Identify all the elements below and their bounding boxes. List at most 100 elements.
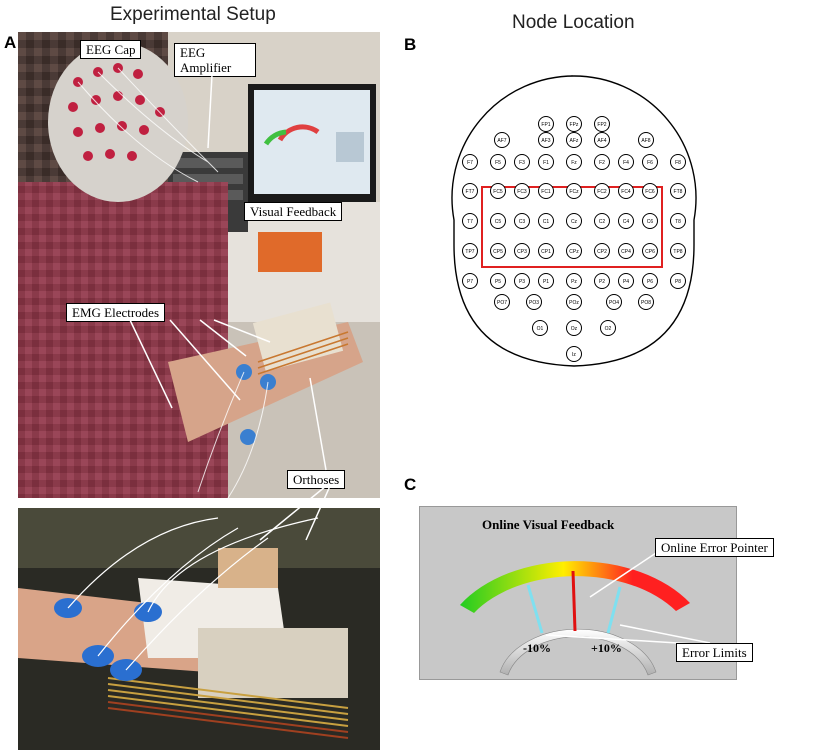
panel-letter-c: C [404,475,417,494]
electrode-circle [462,213,478,229]
electrode-label: O1 [537,326,544,332]
electrode-circle [538,154,554,170]
amp-leader [207,74,213,149]
electrode-fc6: FC6 [642,183,658,199]
electrode-circle [566,154,582,170]
electrode-p8: P8 [670,273,686,289]
electrode-circle [494,132,510,148]
gauge-arc [460,561,690,613]
electrode-circle [618,273,634,289]
electrode-circle [462,243,478,259]
electrode-po8: PO8 [638,294,654,310]
label-online-error-pointer: Online Error Pointer [655,538,774,557]
electrode-label: F7 [467,160,473,166]
electrode-oz: Oz [566,320,582,336]
electrode-circle [462,183,478,199]
orthoses-leader-1 [309,377,327,471]
label-eeg-amplifier-line1: EEG [180,45,206,60]
electrode-c3: C3 [514,213,530,229]
electrode-label: P6 [647,279,653,285]
electrode-circle [618,154,634,170]
electrode-circle [600,320,616,336]
electrode-circle [642,213,658,229]
electrode-fc3: FC3 [514,183,530,199]
electrode-label: TP7 [465,249,474,255]
electrode-cp4: CP4 [618,243,634,259]
electrode-circle [594,213,610,229]
electrode-po7: PO7 [494,294,510,310]
electrode-circle [494,294,510,310]
electrode-label: P4 [623,279,629,285]
electrode-po4: PO4 [606,294,622,310]
electrode-f8: F8 [670,154,686,170]
limits-leader-1 [619,624,711,644]
electrode-label: C4 [623,219,630,225]
electrode-af3: AF3 [538,132,554,148]
electrode-p6: P6 [642,273,658,289]
setup-photo-illustration [18,32,380,498]
electrode-label: F3 [519,160,525,166]
electrode-label: Pz [571,279,577,285]
label-eeg-amplifier: EEG Amplifier [174,43,256,77]
setup-photo [18,32,380,498]
electrode-circle [594,183,610,199]
electrode-circle [594,154,610,170]
electrode-fc5: FC5 [490,183,506,199]
electrode-circle [670,273,686,289]
electrode-circle [642,243,658,259]
electrode-label: CP1 [541,249,551,255]
electrode-poz: POz [566,294,582,310]
electrode-fc4: FC4 [618,183,634,199]
electrode-label: FC1 [541,189,551,195]
electrode-f3: F3 [514,154,530,170]
electrode-po3: PO3 [526,294,542,310]
panel-letter-b: B [404,35,417,54]
electrode-t8: T8 [670,213,686,229]
electrode-f6: F6 [642,154,658,170]
electrode-label: CP4 [621,249,631,255]
pointer-leader [589,552,657,598]
minus-limit-label: -10% [523,641,551,655]
node-location-title: Node Location [512,12,635,33]
electrode-circle [490,243,506,259]
electrode-circle [618,183,634,199]
emg-leader-2 [169,319,241,401]
electrode-p7: P7 [462,273,478,289]
electrode-label: F1 [543,160,549,166]
electrode-f1: F1 [538,154,554,170]
electrode-label: F4 [623,160,629,166]
electrode-circle [594,243,610,259]
electrode-label: C5 [495,219,502,225]
electrode-label: PO7 [497,300,507,306]
electrode-label: P5 [495,279,501,285]
electrode-circle [462,154,478,170]
electrode-circle [618,213,634,229]
plus-limit-label: +10% [591,641,622,655]
electrode-f4: F4 [618,154,634,170]
electrode-label: FP2 [597,122,606,128]
electrode-circle [670,243,686,259]
electrode-label: CP5 [493,249,503,255]
electrode-circle [532,320,548,336]
electrode-circle [538,132,554,148]
electrode-circle [670,154,686,170]
electrode-circle [514,154,530,170]
electrode-ft7: FT7 [462,183,478,199]
electrode-label: C2 [599,219,606,225]
electrode-label: FP1 [541,122,550,128]
electrode-f7: F7 [462,154,478,170]
electrode-p4: P4 [618,273,634,289]
electrode-circle [538,116,554,132]
electrode-circle [538,273,554,289]
electrode-c5: C5 [490,213,506,229]
electrode-label: PO8 [641,300,651,306]
electrode-label: F5 [495,160,501,166]
electrode-circle [490,183,506,199]
electrode-circle [594,273,610,289]
electrode-iz: Iz [566,346,582,362]
electrode-label: F6 [647,160,653,166]
electrode-circle [566,320,582,336]
electrode-circle [538,243,554,259]
electrode-c6: C6 [642,213,658,229]
